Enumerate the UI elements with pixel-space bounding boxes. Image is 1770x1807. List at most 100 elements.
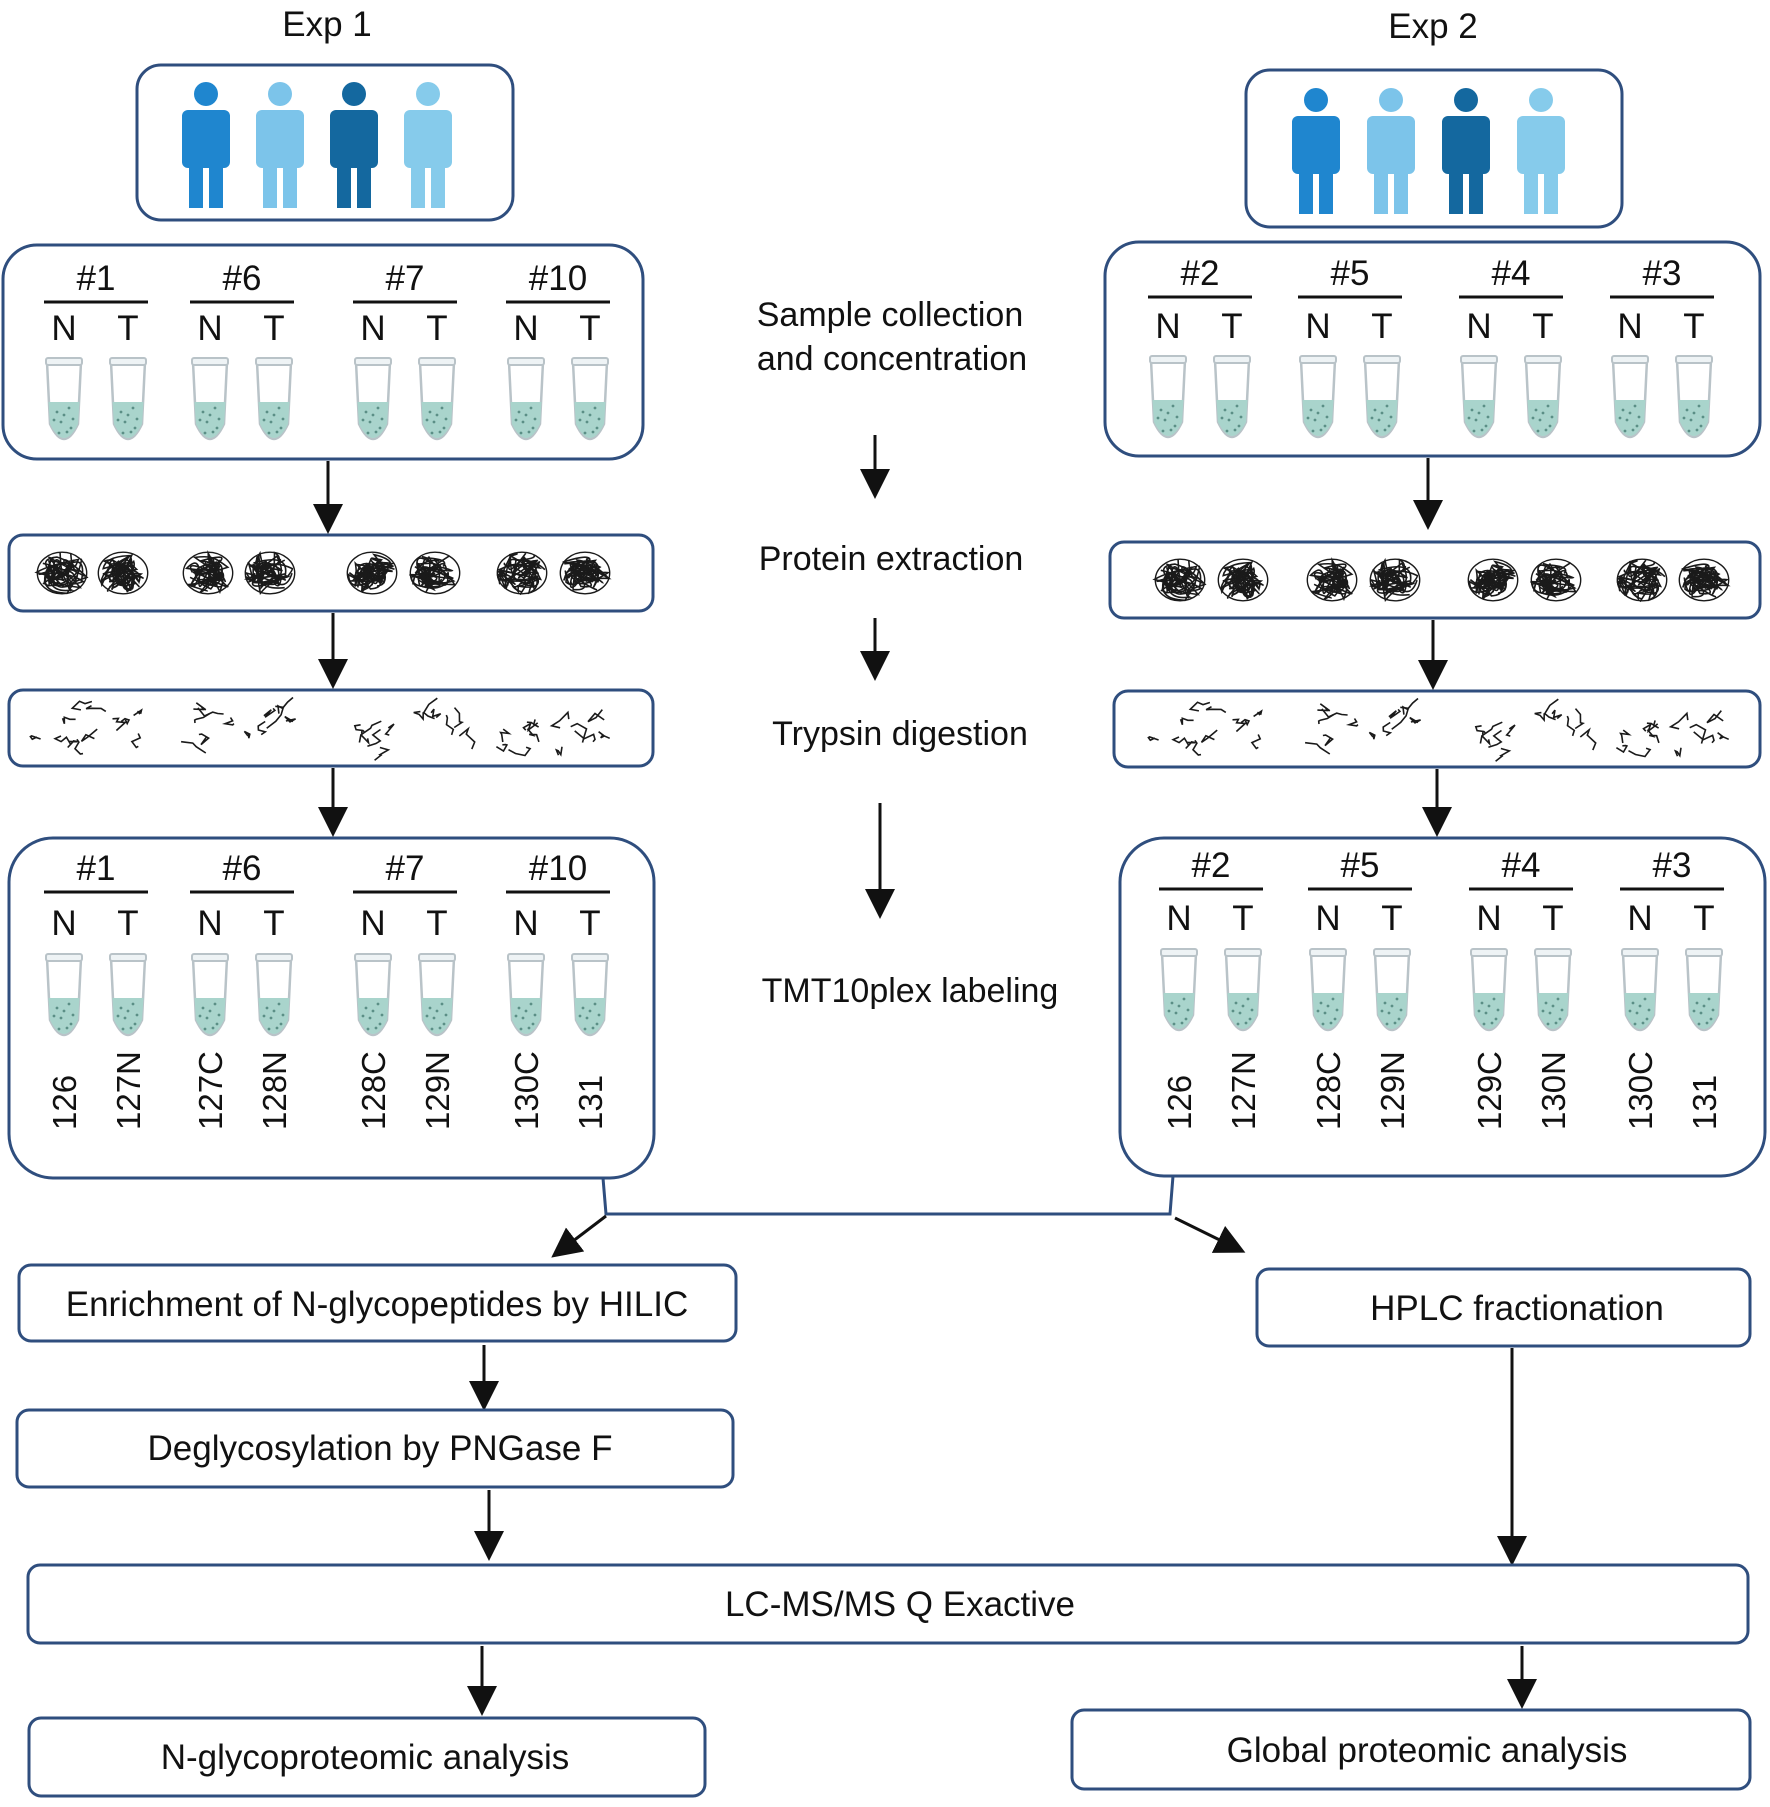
protein-icon: [409, 551, 461, 595]
enrichment-box: [17, 1263, 738, 1343]
peptide-icon: [495, 719, 540, 757]
exp1-tmt-groups: #1N126T127N#6N127CT128N#7N128CT129N#10N1…: [44, 849, 610, 1130]
sample-id-label: #7: [386, 259, 425, 298]
arrow-to-hplc: [1174, 1216, 1246, 1253]
sample-tube-icon: [1309, 948, 1347, 1032]
sample-tube-icon: [1675, 355, 1713, 439]
tmt-channel-label: 130C: [508, 1051, 545, 1130]
tmt-channel-label: 126: [1161, 1075, 1198, 1130]
peptide-icon: [80, 705, 143, 749]
sample-tube-icon: [1534, 948, 1572, 1032]
tmt-channel-label: 127C: [192, 1051, 229, 1130]
sample-id-label: #1: [77, 849, 116, 888]
exp1-proteins: [34, 550, 612, 596]
sample-tube-icon: [418, 953, 456, 1037]
exp1-title: Exp 1: [282, 5, 372, 44]
sample-id-label: #2: [1192, 846, 1231, 885]
protein-icon: [1217, 558, 1269, 602]
normal-label: N: [1617, 307, 1642, 346]
tumor-label: T: [1381, 899, 1402, 938]
sample-tube-icon: [1149, 355, 1187, 439]
peptide-icon: [1368, 697, 1421, 740]
exp2-tmt-groups: #2N126T127N#5N128CT129N#4N129CT130N#3N13…: [1159, 846, 1724, 1130]
sample-tube-icon: [1213, 355, 1251, 439]
peptide-icon: [549, 709, 611, 757]
tumor-label: T: [579, 904, 600, 943]
protein-icon: [1368, 557, 1421, 602]
nglyco-analysis-label: N-glycoproteomic analysis: [161, 1738, 569, 1777]
tmt-channel-label: 127N: [110, 1051, 147, 1130]
step-protein-extraction: Protein extraction: [759, 540, 1024, 578]
sample-tube-icon: [255, 953, 293, 1037]
sample-tube-icon: [354, 953, 392, 1037]
step-tmt-labeling: TMT10plex labeling: [762, 972, 1059, 1010]
sample-tube-icon: [1621, 948, 1659, 1032]
protein-icon: [182, 550, 234, 595]
sample-tube-icon: [45, 357, 83, 441]
sample-id-label: #7: [386, 849, 425, 888]
tumor-label: T: [1683, 307, 1704, 346]
sample-tube-icon: [1685, 948, 1723, 1032]
enrichment-label: Enrichment of N-glycopeptides by HILIC: [66, 1285, 689, 1324]
sample-tube-icon: [1160, 948, 1198, 1032]
exp1-peptides: [29, 696, 611, 761]
sample-tube-icon: [1224, 948, 1262, 1032]
protein-icon: [1530, 558, 1582, 602]
protein-icon: [1616, 558, 1668, 603]
exp2-patients: [1292, 88, 1565, 214]
sample-tube-icon: [109, 953, 147, 1037]
step-sample-collection-line1: Sample collection: [757, 296, 1023, 334]
sample-id-label: #2: [1181, 254, 1220, 293]
tumor-label: T: [1232, 899, 1253, 938]
tumor-label: T: [263, 309, 284, 348]
tumor-label: T: [1542, 899, 1563, 938]
protein-icon: [243, 550, 296, 595]
peptide-icon: [1200, 706, 1263, 750]
sample-tube-icon: [191, 953, 229, 1037]
global-analysis-box: [1070, 1708, 1752, 1791]
normal-label: N: [360, 309, 385, 348]
protein-icon: [1152, 558, 1207, 602]
tmt-channel-label: 131: [572, 1075, 609, 1130]
sample-id-label: #4: [1492, 254, 1531, 293]
peptide-icon: [1305, 703, 1359, 755]
tumor-label: T: [1693, 899, 1714, 938]
sample-id-label: #6: [223, 259, 262, 298]
sample-tube-icon: [45, 953, 83, 1037]
sample-tube-icon: [1460, 355, 1498, 439]
exp2-tmt-box: [1118, 836, 1767, 1178]
peptide-icon: [29, 700, 93, 755]
global-analysis-label: Global proteomic analysis: [1227, 1731, 1628, 1770]
lcms-box: [26, 1563, 1750, 1645]
person-icon: [330, 82, 378, 208]
step-trypsin-digestion: Trypsin digestion: [772, 715, 1028, 753]
sample-tube-icon: [1611, 355, 1649, 439]
tmt-channel-label: 129N: [419, 1051, 456, 1130]
person-icon: [404, 82, 452, 208]
normal-label: N: [197, 904, 222, 943]
sample-tube-icon: [507, 953, 545, 1037]
sample-id-label: #3: [1653, 846, 1692, 885]
normal-label: N: [1627, 899, 1652, 938]
peptide-icon: [1615, 720, 1660, 758]
protein-icon: [34, 551, 89, 595]
sample-tube-icon: [191, 357, 229, 441]
protein-icon: [97, 551, 149, 595]
normal-label: N: [513, 309, 538, 348]
tumor-label: T: [1371, 307, 1392, 346]
peptide-icon: [243, 696, 296, 739]
tmt-channel-label: 129N: [1374, 1051, 1411, 1130]
person-icon: [1367, 88, 1415, 214]
exp1-peptide-box: [7, 688, 655, 768]
tmt-channel-label: 130C: [1622, 1051, 1659, 1130]
exp1-patients: [182, 82, 452, 208]
tumor-label: T: [426, 309, 447, 348]
hplc-box: [1255, 1267, 1752, 1348]
